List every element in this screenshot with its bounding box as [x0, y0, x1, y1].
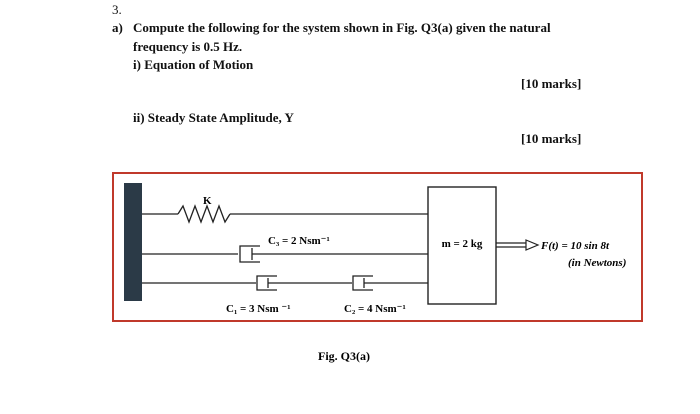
part-a-prompt-line1: Compute the following for the system sho… [133, 20, 551, 35]
figure-caption: Fig. Q3(a) [318, 349, 370, 363]
damper-c1-label: C₁ = 3 Nsm ⁻¹ [226, 303, 291, 315]
spring-label: K [203, 195, 212, 207]
fixed-wall [124, 183, 142, 301]
sub-question-i-marks: [10 marks] [521, 76, 582, 91]
mass-label: m = 2 kg [442, 238, 483, 250]
force-unit: (in Newtons) [568, 257, 626, 269]
question-number: 3. [112, 2, 122, 17]
part-a-prompt-line2: frequency is 0.5 Hz. [133, 39, 243, 54]
damper-c2-label: C₂ = 4 Nsm⁻¹ [344, 303, 406, 315]
figure-frame [112, 172, 643, 322]
force-label: F(t) = 10 sin 8t [540, 240, 610, 252]
part-a-label: a) [112, 20, 123, 35]
damper-c3-label: C₃ = 2 Nsm⁻¹ [268, 235, 330, 247]
sub-question-i: i) Equation of Motion [133, 57, 254, 72]
spring-k [177, 204, 231, 224]
mass-block [427, 186, 497, 305]
sub-question-ii: ii) Steady State Amplitude, Y [133, 110, 294, 125]
force-arrow [496, 239, 540, 251]
sub-question-ii-marks: [10 marks] [521, 131, 582, 146]
